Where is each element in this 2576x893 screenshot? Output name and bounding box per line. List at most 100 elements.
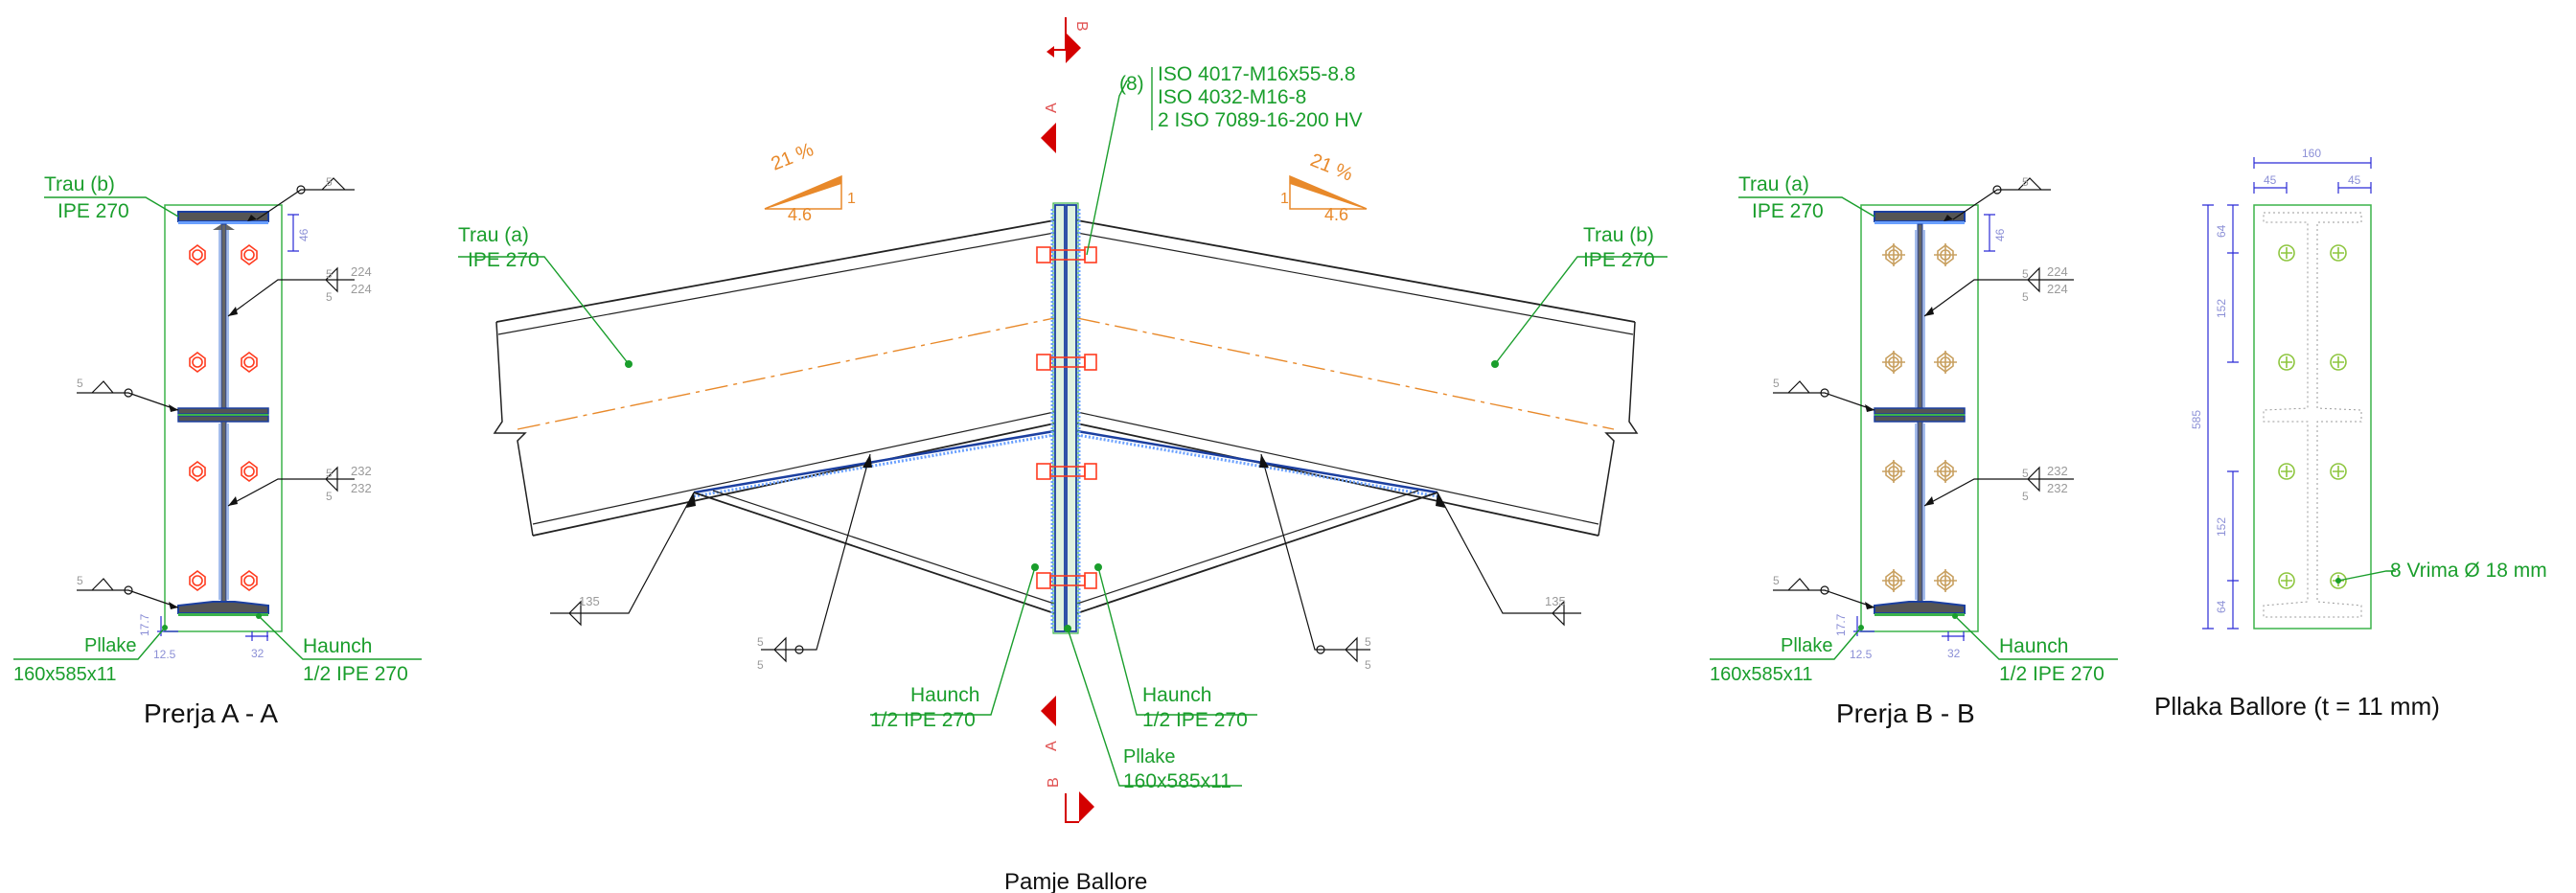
section-a-view: 5 5 5 224 224 5 5 232 232 5 5 46 17.7 12… <box>13 173 422 728</box>
section-letter-b: B <box>1073 21 1090 32</box>
plate-holes <box>2278 244 2347 589</box>
leader-arrow <box>862 454 872 468</box>
leader-right-beam <box>1494 256 1668 365</box>
right-rafter-top-inner <box>1076 232 1634 335</box>
weld-size-5: 5 <box>2022 467 2029 480</box>
lower-web <box>1917 421 1923 603</box>
slope-run: 4.6 <box>788 205 812 224</box>
section-arrow-icon <box>1041 123 1056 153</box>
left-rafter-break <box>493 321 534 537</box>
weld-size-135: 135 <box>579 594 600 608</box>
middle-flange-upper <box>177 407 269 415</box>
leader-dot <box>1952 613 1958 619</box>
right-rafter-break <box>1598 321 1639 537</box>
haunch-profile: 1/2 IPE 270 <box>1999 663 2104 685</box>
dim-17-7: 17.7 <box>138 613 151 636</box>
slope-indicator-left <box>764 174 842 210</box>
dim-46: 46 <box>1993 228 2007 241</box>
middle-weld-green <box>1874 414 1965 416</box>
elevation-view: B A A B 21 % 4.6 1 21 % 4.6 1 (8 <box>458 17 1668 893</box>
weld-size-5: 5 <box>1773 377 1780 390</box>
upper-web <box>220 223 227 409</box>
leader-dot <box>1094 563 1102 571</box>
section-marker-b-bottom <box>1065 791 1094 823</box>
bolt-hole-icon <box>2278 463 2295 480</box>
end-plate-outline <box>1052 202 1079 634</box>
right-centerline <box>1076 317 1615 430</box>
left-centerline <box>517 317 1055 430</box>
weld-size-5: 5 <box>326 175 333 189</box>
bottom-flange-weld <box>1874 613 1965 616</box>
weld-length-224: 224 <box>351 282 372 296</box>
haunch-right-label: Haunch <box>1142 684 1211 706</box>
middle-flange-upper <box>1874 407 1966 415</box>
plate-dimension-lines <box>2202 157 2372 630</box>
leader-dot <box>162 625 168 630</box>
weld-size-5: 5 <box>757 658 764 672</box>
bolt-group-b <box>1882 243 1957 592</box>
plate-size: 160x585x11 <box>1123 770 1231 792</box>
right-rafter-bottom-inner <box>1076 411 1599 525</box>
top-flange-weld-hatch <box>1874 221 1965 224</box>
leader-dot <box>1064 625 1071 632</box>
elevation-bolts <box>1036 246 1097 589</box>
lower-flange <box>177 601 269 614</box>
haunch-profile: 1/2 IPE 270 <box>303 663 408 685</box>
beam-label: Trau (b) <box>44 173 115 195</box>
leader-haunch-label <box>1954 615 2118 660</box>
dim-32: 32 <box>251 647 264 660</box>
weld-size-5: 5 <box>2022 490 2029 503</box>
leader-dot <box>625 360 632 368</box>
slope-rise: 1 <box>1280 191 1289 207</box>
left-rafter-top-inner <box>497 232 1055 335</box>
leader-arrow <box>1924 496 1934 506</box>
leader-haunch-left <box>870 566 1036 716</box>
plate-size: 160x585x11 <box>1710 664 1813 685</box>
weld-size-5: 5 <box>326 490 333 503</box>
leader-arrow <box>1924 307 1934 316</box>
bottom-flange-weld <box>178 613 268 616</box>
bolt-spec-2: ISO 4032-M16-8 <box>1158 86 1306 108</box>
haunch-label: Haunch <box>303 635 372 657</box>
weld-size-5: 5 <box>326 267 333 281</box>
web-weld-hatch <box>1915 230 1925 600</box>
weld-length-232: 232 <box>2047 464 2068 478</box>
dim-17-7: 17.7 <box>1834 613 1848 636</box>
weld-size-5: 5 <box>2022 175 2029 189</box>
slope-run: 4.6 <box>1324 205 1348 224</box>
weld-length-232: 232 <box>351 481 372 495</box>
weld-size-135: 135 <box>1545 594 1566 608</box>
elevation-weld-symbols <box>550 453 1581 663</box>
right-beam-profile: IPE 270 <box>1583 249 1655 271</box>
hex-bolt-icon <box>189 352 206 373</box>
dim-line-bottom <box>157 616 268 641</box>
left-rafter-bottom-inner <box>532 411 1055 525</box>
dim-46: 46 <box>297 228 310 241</box>
bolt-side-icon <box>1036 572 1097 589</box>
leader-dot <box>1858 625 1864 630</box>
hole-note: 8 Vrima Ø 18 mm <box>2390 560 2547 582</box>
section-arrow-icon <box>1079 791 1094 822</box>
plate-detail-view: 160 45 45 585 64 152 152 64 8 Vrima Ø 18… <box>2154 147 2547 721</box>
dim-line-bottom <box>1853 616 1965 641</box>
right-haunch-bottom <box>1076 492 1438 614</box>
right-beam-label: Trau (b) <box>1583 224 1654 246</box>
section-marker-a-top <box>1041 123 1056 153</box>
bolt-hole-icon <box>2278 572 2295 589</box>
top-flange <box>1874 211 1966 222</box>
section-letter-a: A <box>1044 741 1060 751</box>
dim-45-left: 45 <box>2264 173 2277 187</box>
leader-arrow <box>169 404 178 412</box>
section-b-title: Prerja B - B <box>1836 698 1975 728</box>
bolt-count: (8) <box>1119 73 1144 95</box>
hex-bolt-icon <box>1934 569 1957 592</box>
right-rafter-top <box>1076 219 1636 323</box>
section-letter-b: B <box>1046 777 1062 788</box>
weld-size-5: 5 <box>326 467 333 480</box>
haunch-right-profile: 1/2 IPE 270 <box>1142 709 1248 731</box>
weld-symbols-b <box>1773 177 2074 608</box>
end-plate-right <box>1066 204 1077 632</box>
lower-flange <box>1874 601 1966 614</box>
web-weld-hatch <box>218 230 229 600</box>
